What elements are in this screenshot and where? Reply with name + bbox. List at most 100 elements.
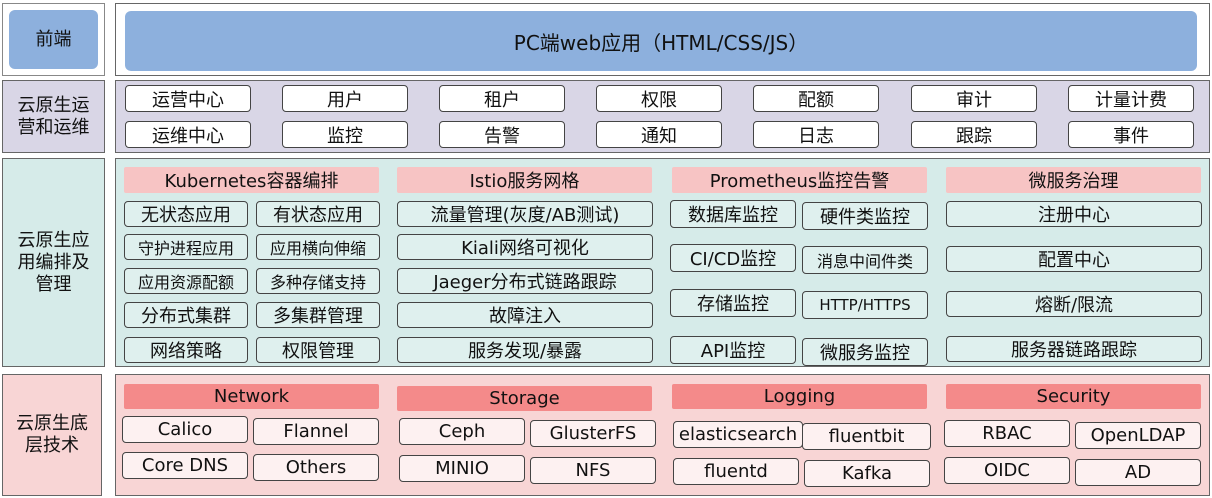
k8s-item-stateless: 无状态应用	[124, 201, 248, 227]
base-label-text: 云原生底 层技术	[16, 413, 88, 457]
storage-item-minio: MINIO	[399, 455, 525, 482]
logging-item-label: fluentbit	[828, 426, 905, 447]
frontend-lane-label-box: 前端	[2, 3, 105, 76]
security-item-label: AD	[1124, 462, 1152, 483]
prom-item-storage: 存储监控	[670, 289, 796, 317]
k8s-item-daemon: 守护进程应用	[124, 234, 248, 260]
k8s-item-multi-cluster: 多集群管理	[256, 302, 380, 328]
k8s-item-label: 无状态应用	[141, 205, 231, 226]
istio-item-kiali: Kiali网络可视化	[397, 234, 653, 260]
network-item-others: Others	[253, 454, 379, 481]
prom-item-http: HTTP/HTTPS	[802, 291, 928, 319]
prom-item-label: 数据库监控	[688, 205, 778, 226]
ops-label-line2: 营和运维	[17, 116, 90, 138]
micro-item-registry: 注册中心	[946, 201, 1202, 227]
frontend-lane-label: 前端	[9, 10, 98, 69]
logging-item-fluentd: fluentd	[673, 458, 799, 485]
istio-item-jaeger: Jaeger分布式链路跟踪	[397, 268, 653, 294]
app-label-line2: 用编排及	[17, 251, 90, 273]
storage-item-label: MINIO	[435, 458, 489, 479]
logging-item-label: Kafka	[842, 463, 892, 484]
k8s-item-distributed-cluster: 分布式集群	[124, 302, 248, 328]
logging-item-label: elasticsearch	[678, 424, 798, 445]
k8s-item-label: 应用资源配额	[137, 273, 234, 292]
base-label-line1: 云原生底	[16, 413, 88, 434]
micro-item-tracing: 服务器链路跟踪	[946, 336, 1202, 362]
ops-item-label: 通知	[641, 125, 677, 147]
prom-item-label: 微服务监控	[820, 343, 910, 364]
ops-item-label: 跟踪	[956, 125, 992, 147]
ops-item-label: 事件	[1113, 125, 1149, 147]
network-item-calico: Calico	[122, 416, 248, 443]
prom-item-api: API监控	[670, 336, 796, 364]
logging-item-fluentbit: fluentbit	[802, 423, 931, 450]
istio-item-label: Kiali网络可视化	[461, 238, 589, 259]
app-lane-label: 云原生应 用编排及 管理	[2, 158, 105, 367]
network-header: Network	[124, 384, 379, 409]
storage-header-text: Storage	[489, 388, 560, 409]
security-item-oidc: OIDC	[944, 457, 1070, 484]
ops-item-permission: 权限	[596, 85, 722, 112]
ops-item-notify: 通知	[596, 121, 722, 148]
ops-item-label: 日志	[798, 125, 834, 147]
ops-item-monitor: 监控	[282, 121, 408, 148]
storage-item-label: NFS	[575, 460, 611, 481]
istio-item-label: 故障注入	[489, 306, 561, 327]
prom-item-mq: 消息中间件类	[802, 246, 928, 274]
prom-item-label: 消息中间件类	[816, 252, 913, 271]
storage-item-glusterfs: GlusterFS	[530, 420, 656, 447]
ops-item-ops-center: 运维中心	[125, 121, 251, 148]
k8s-item-label: 网络策略	[150, 341, 222, 362]
prom-item-cicd: CI/CD监控	[670, 244, 796, 272]
prom-item-microservice: 微服务监控	[802, 338, 928, 366]
ops-item-operation-center: 运营中心	[125, 85, 251, 112]
network-item-label: Calico	[157, 419, 213, 440]
app-label-line3: 管理	[35, 273, 72, 295]
ops-item-tenant: 租户	[439, 85, 565, 112]
micro-header-text: 微服务治理	[1028, 171, 1119, 192]
istio-item-fault: 故障注入	[397, 302, 653, 328]
ops-item-label: 审计	[956, 89, 992, 111]
storage-item-nfs: NFS	[530, 457, 656, 484]
frontend-lane: PC端web应用（HTML/CSS/JS）	[115, 3, 1210, 76]
prom-item-label: 存储监控	[697, 294, 769, 315]
istio-item-label: 流量管理(灰度/AB测试)	[430, 205, 620, 226]
ops-item-audit: 审计	[911, 85, 1037, 112]
network-item-label: Core DNS	[141, 455, 229, 476]
network-item-coredns: Core DNS	[122, 452, 248, 479]
logging-item-label: fluentd	[704, 461, 768, 482]
prom-item-label: HTTP/HTTPS	[819, 296, 911, 314]
micro-item-label: 服务器链路跟踪	[1011, 340, 1137, 361]
prom-item-label: API监控	[700, 341, 766, 362]
micro-item-label: 注册中心	[1038, 205, 1110, 226]
ops-item-quota: 配额	[753, 85, 879, 112]
base-label-line2: 层技术	[25, 435, 79, 456]
network-item-label: Flannel	[283, 421, 349, 442]
ops-item-label: 告警	[484, 125, 520, 147]
ops-item-label: 用户	[327, 89, 363, 111]
prom-item-hardware: 硬件类监控	[802, 202, 928, 230]
ops-item-label: 权限	[641, 89, 677, 111]
k8s-item-stateful: 有状态应用	[256, 201, 380, 227]
ops-item-label: 计量计费	[1095, 89, 1167, 111]
logging-header-text: Logging	[763, 386, 836, 407]
k8s-item-hpa: 应用横向伸缩	[256, 234, 380, 260]
k8s-item-label: 多种存储支持	[269, 273, 366, 292]
security-item-openldap: OpenLDAP	[1075, 422, 1201, 449]
storage-item-ceph: Ceph	[399, 418, 525, 445]
k8s-item-label: 应用横向伸缩	[269, 239, 366, 258]
network-item-label: Others	[285, 457, 347, 478]
app-label-text: 云原生应 用编排及 管理	[18, 230, 90, 296]
k8s-item-label: 有状态应用	[273, 205, 363, 226]
istio-header-text: Istio服务网格	[469, 171, 580, 192]
storage-header: Storage	[397, 386, 652, 411]
ops-item-label: 租户	[484, 89, 520, 111]
ops-item-label: 配额	[798, 89, 834, 111]
k8s-header-text: Kubernetes容器编排	[164, 171, 339, 192]
app-label-line1: 云原生应	[17, 229, 90, 251]
prom-item-label: CI/CD监控	[689, 249, 777, 270]
base-lane-label: 云原生底 层技术	[2, 374, 102, 496]
micro-header: 微服务治理	[946, 167, 1201, 193]
ops-item-trace: 跟踪	[911, 121, 1037, 148]
logging-item-kafka: Kafka	[804, 460, 930, 487]
